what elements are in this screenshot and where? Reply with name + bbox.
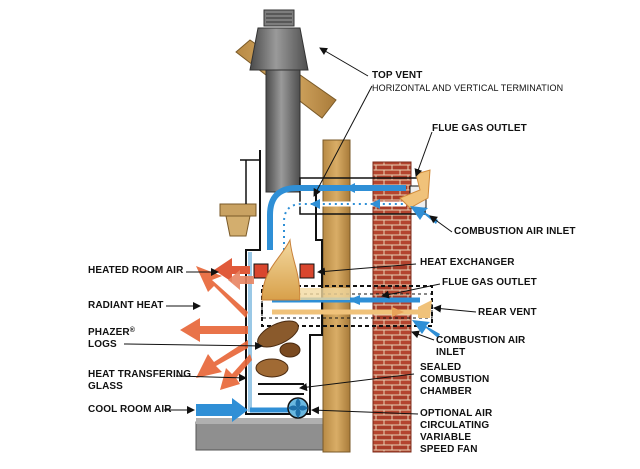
combustion-inlet-top-arrow: [410, 206, 438, 224]
glass-line2: GLASS: [88, 381, 123, 392]
circulating-fan: [287, 397, 309, 419]
combustion-air-inlet-top-label: COMBUSTION AIR INLET: [454, 226, 576, 237]
radiant-heat-arrows: [180, 266, 252, 390]
sealed-line3: CHAMBER: [420, 386, 472, 397]
sealed-line2: COMBUSTION: [420, 374, 490, 385]
brick-wall: [372, 161, 412, 453]
cool-room-air-label: COOL ROOM AIR: [88, 404, 172, 415]
hearth-top: [196, 418, 331, 424]
optional-fan-label: OPTIONAL AIR CIRCULATING VARIABLE SPEED …: [420, 408, 492, 456]
fan-line1: OPTIONAL AIR: [420, 408, 493, 419]
fan-line2: CIRCULATING: [420, 420, 490, 431]
phazer-logs-label: PHAZER® LOGS: [88, 327, 135, 351]
radiant-heat-label: RADIANT HEAT: [88, 300, 164, 311]
heat-exchanger-label: HEAT EXCHANGER: [420, 257, 515, 268]
phazer-logs-line1: PHAZER: [88, 327, 130, 338]
sealed-line1: SEALED: [420, 362, 462, 373]
fan-line3: VARIABLE: [420, 432, 472, 443]
hearth-floor: [195, 421, 332, 451]
phazer-logs-line2: LOGS: [88, 339, 117, 350]
combustion-inlet-rear-arrow: [412, 320, 440, 338]
heated-room-air-label: HEATED ROOM AIR: [88, 265, 184, 276]
flue-gas-outlet-top-label: FLUE GAS OUTLET: [432, 123, 527, 134]
combustion-rear-line2: INLET: [436, 347, 466, 358]
glass-line1: HEAT TRANSFERING: [88, 369, 192, 380]
flue-gas-top-arrow: [399, 169, 431, 209]
callout-lines: [123, 47, 477, 415]
heat-transfering-glass-label: HEAT TRANSFERING GLASS: [88, 369, 191, 393]
flue-gas-outlet-rear-label: FLUE GAS OUTLET: [442, 277, 537, 288]
mantel: [219, 203, 257, 217]
firebox-housing: [245, 150, 323, 415]
heat-exchanger-block: [299, 263, 315, 279]
heated-air-arrow: [214, 258, 250, 282]
chimney-cone: [249, 27, 309, 71]
combustion-rear-line1: COMBUSTION AIR: [436, 335, 526, 346]
phazer-logs: [255, 320, 301, 378]
top-vent-sublabel: HORIZONTAL AND VERTICAL TERMINATION: [372, 83, 564, 93]
flue-flow-vertical: [267, 185, 406, 250]
sealed-chamber-label: SEALED COMBUSTION CHAMBER: [420, 362, 489, 398]
phazer-registered-mark: ®: [129, 327, 135, 334]
rear-vent-label: REAR VENT: [478, 307, 537, 318]
top-vent-label: TOP VENT: [372, 70, 423, 81]
cool-air-arrow: [196, 398, 248, 422]
vent-pipe: [265, 69, 301, 193]
flame-upflow: [261, 238, 301, 301]
combustion-air-inlet-rear-label: COMBUSTION AIR INLET: [436, 335, 525, 359]
fan-line4: SPEED FAN: [420, 444, 478, 455]
